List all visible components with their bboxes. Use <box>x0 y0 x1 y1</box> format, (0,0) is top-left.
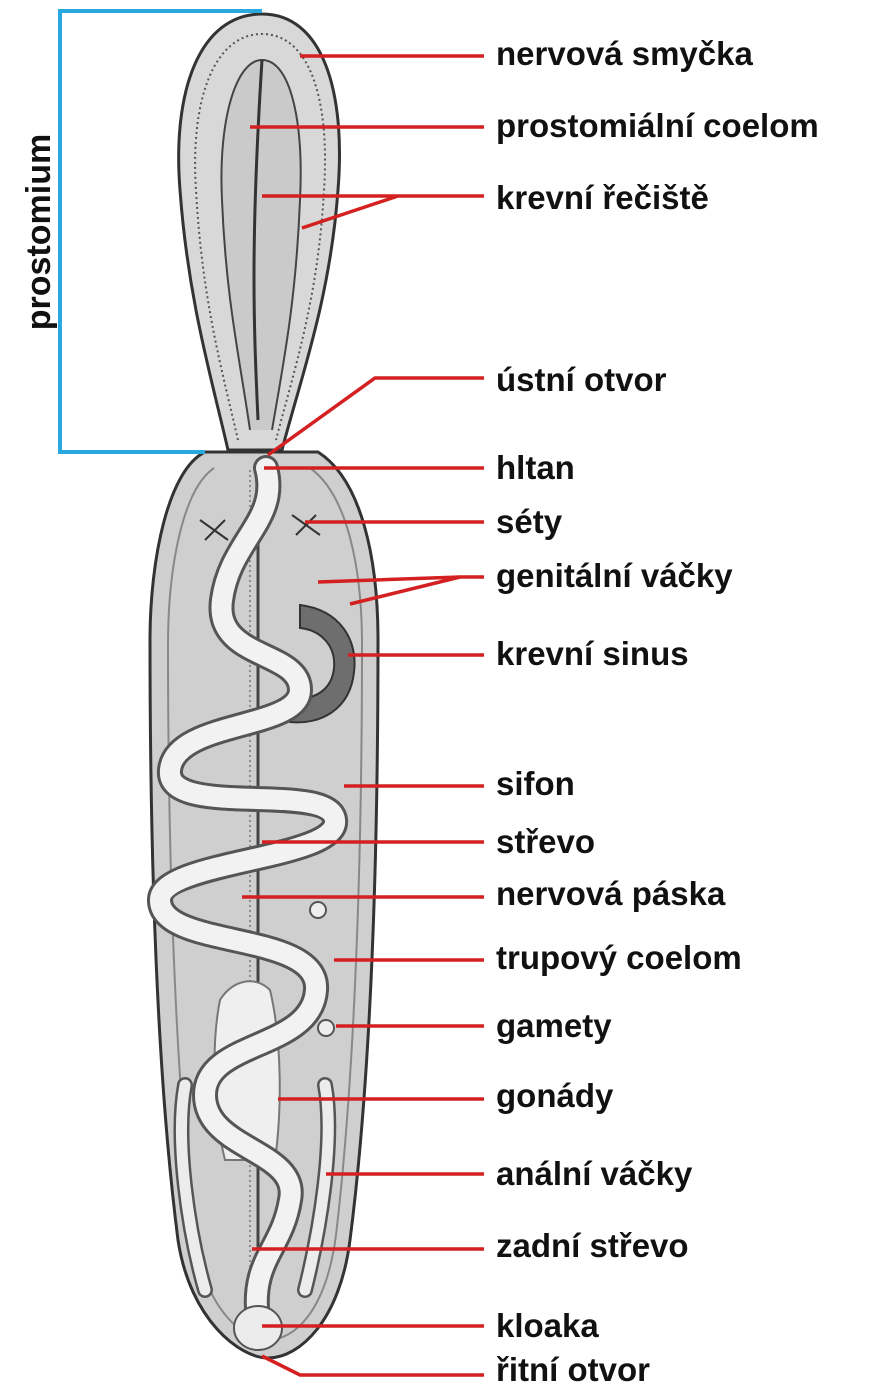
label-gametes: gamety <box>496 1008 612 1044</box>
label-blood-vessels: krevní řečiště <box>496 180 709 216</box>
prostomium-shape <box>179 14 340 450</box>
label-siphon: sifon <box>496 766 575 802</box>
label-hindgut: zadní střevo <box>496 1228 689 1264</box>
label-blood-sinus: krevní sinus <box>496 636 689 672</box>
label-nerve-band: nervová páska <box>496 876 725 912</box>
prostomium-bracket-label: prostomium <box>20 134 59 330</box>
label-genital-sacs: genitální váčky <box>496 558 733 594</box>
gamete-shape <box>310 902 326 918</box>
cloaca-shape <box>234 1306 282 1350</box>
label-trunk-coelom: trupový coelom <box>496 940 742 976</box>
label-pharynx: hltan <box>496 450 575 486</box>
label-nerve-loop: nervová smyčka <box>496 36 753 72</box>
label-prostomial-coelom: prostomiální coelom <box>496 108 819 144</box>
label-gonads: gonády <box>496 1078 613 1114</box>
label-intestine: střevo <box>496 824 595 860</box>
label-mouth: ústní otvor <box>496 362 667 398</box>
leader-line-anus <box>262 1356 484 1375</box>
label-setae: séty <box>496 504 562 540</box>
label-anal-sacs: anální váčky <box>496 1156 692 1192</box>
gamete-shape <box>318 1020 334 1036</box>
label-cloaca: kloaka <box>496 1308 599 1344</box>
label-anus: řitní otvor <box>496 1352 650 1388</box>
